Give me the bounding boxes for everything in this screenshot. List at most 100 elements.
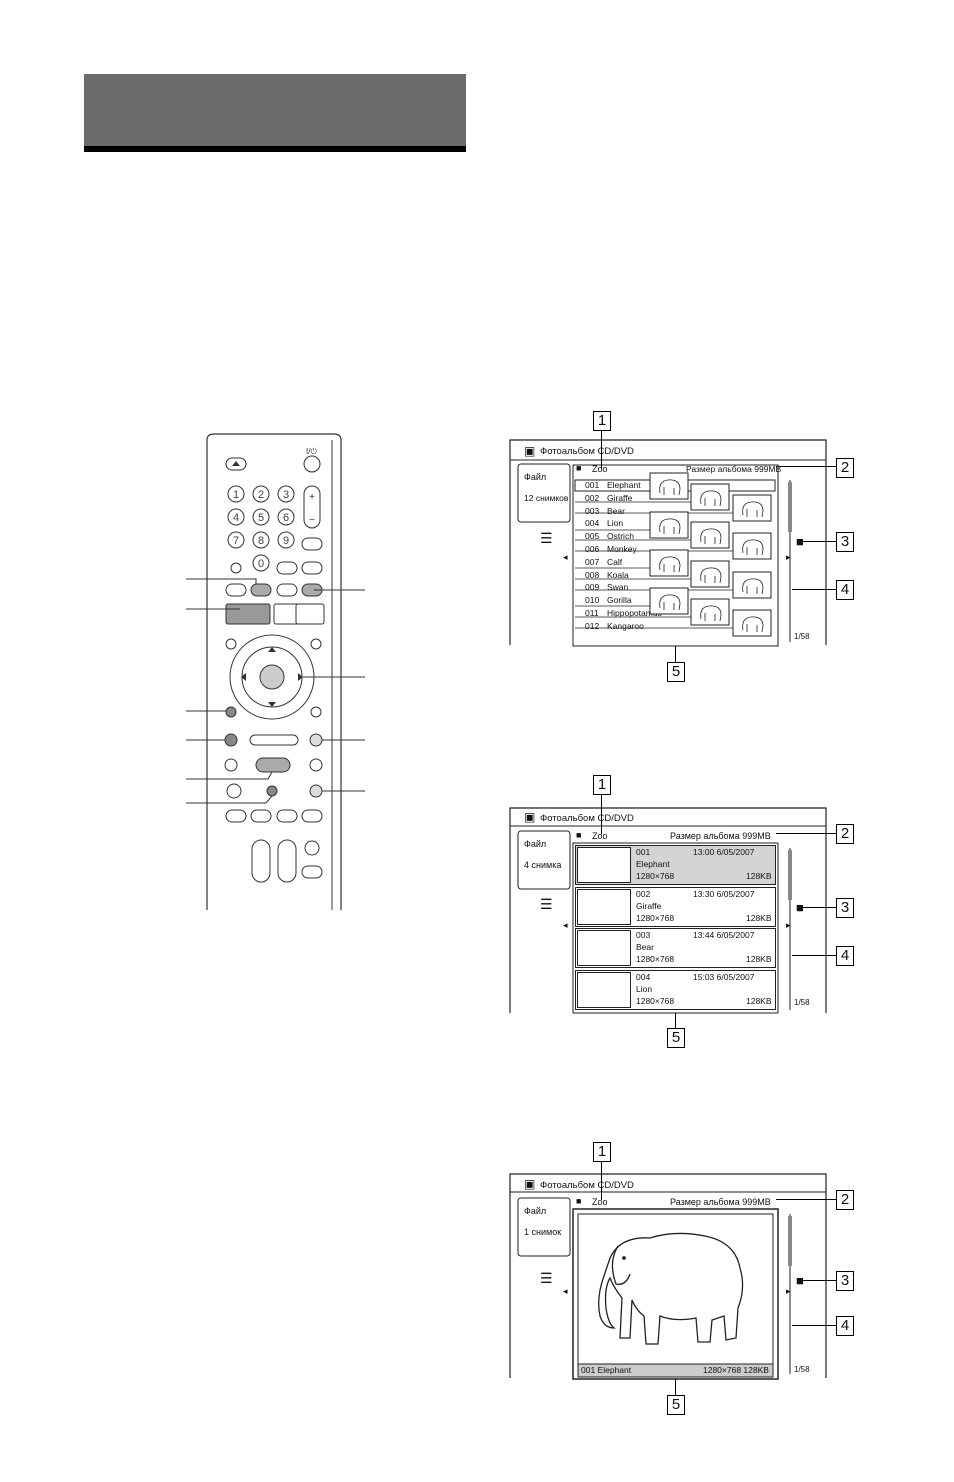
callout-4: 4 — [836, 1316, 854, 1336]
list-item-name[interactable]: Giraffe — [607, 492, 633, 503]
digit-button[interactable] — [277, 531, 295, 549]
thumbnail[interactable] — [649, 549, 689, 577]
thumbnail[interactable] — [649, 511, 689, 539]
thumbnail[interactable] — [732, 494, 772, 522]
left-arrow-icon[interactable]: ◂ — [563, 1286, 568, 1296]
stop-square-icon: ■ — [796, 900, 804, 915]
digit-button[interactable] — [277, 485, 295, 503]
title-list-button[interactable] — [225, 603, 271, 625]
section-header-rule — [84, 146, 466, 152]
thumbnail[interactable] — [732, 532, 772, 560]
enter-button[interactable] — [259, 664, 285, 690]
album-size: Размер альбома 999MB — [686, 464, 782, 474]
prev-button[interactable] — [224, 733, 238, 747]
list-item-name[interactable]: Swan — [607, 582, 629, 593]
list-item-name[interactable]: Hippopotamus — [607, 608, 662, 618]
animal-sketch — [742, 616, 764, 633]
thumbnail-grid — [575, 472, 772, 637]
digit-button[interactable] — [227, 531, 245, 549]
thumbnail[interactable] — [690, 521, 730, 549]
list-item-name[interactable]: Gorilla — [607, 595, 632, 606]
list-item-number: 005 — [585, 531, 600, 542]
list-item-name[interactable]: Calf — [607, 556, 623, 567]
callout-5: 5 — [667, 662, 685, 682]
page-counter: 1/58 — [794, 632, 810, 641]
screen-title: Фотоальбом CD/DVD — [540, 446, 634, 457]
list-item-name[interactable]: Monkey — [607, 544, 637, 554]
list-toggle-icon[interactable]: ☰ — [540, 896, 553, 912]
file-count: 4 снимка — [524, 860, 562, 870]
left-arrow-icon[interactable]: ◂ — [563, 920, 568, 930]
screen-detail-view: 1 2 3 4 5 ▣ Фотоальбом CD/DVD ■ Zoo Разм… — [500, 770, 854, 1055]
photo-resolution: 1280×768 — [636, 995, 675, 1006]
list-toggle-icon[interactable]: ☰ — [540, 530, 553, 546]
callout-1: 1 — [593, 775, 611, 795]
volume-rocker[interactable] — [303, 485, 321, 529]
thumbnail[interactable] — [732, 571, 772, 599]
list-item-name[interactable]: Elephant — [607, 480, 641, 490]
power-symbol: I/⏻ — [306, 447, 317, 456]
stop-button[interactable] — [309, 784, 323, 798]
photo-number: 003 — [636, 930, 651, 940]
screen-list-view: 1 2 3 4 5 ▣ Фотоальбом CD/DVD ■ Zoo Разм… — [500, 400, 854, 685]
thumbnail[interactable] — [690, 560, 730, 588]
input-button[interactable] — [301, 537, 323, 551]
system-menu-button[interactable] — [250, 583, 272, 597]
photo-filesize: 128KB — [746, 954, 772, 964]
next-button[interactable] — [309, 733, 323, 747]
photo-thumbnail — [577, 971, 631, 1008]
list-item-name[interactable]: Kangaroo — [607, 620, 644, 631]
digit-button[interactable] — [252, 554, 270, 572]
thumbnail[interactable] — [649, 587, 689, 615]
photo-filesize: 128KB — [746, 871, 772, 881]
callout-2: 2 — [836, 824, 854, 844]
file-label: Файл — [524, 839, 547, 849]
digit-label: 6 — [283, 512, 289, 524]
list-item-name[interactable]: Ostrich — [607, 531, 634, 542]
digit-label: 2 — [258, 489, 264, 501]
photo-number: 002 — [636, 888, 651, 899]
digit-label: 3 — [283, 489, 289, 501]
list-toggle-icon[interactable]: ☰ — [540, 1270, 553, 1286]
power-button[interactable] — [303, 455, 321, 473]
thumbnail[interactable] — [690, 598, 730, 626]
right-arrow-icon[interactable]: ▸ — [786, 552, 791, 562]
digit-button[interactable] — [277, 508, 295, 526]
thumbnail[interactable] — [649, 472, 689, 500]
thumbnail[interactable] — [690, 483, 730, 511]
list-item-number: 003 — [585, 505, 600, 516]
photo-name: Lion — [636, 983, 653, 994]
callout-1: 1 — [593, 1142, 611, 1162]
slideshow-button[interactable] — [255, 757, 291, 773]
digit-button[interactable] — [252, 485, 270, 503]
list-item-number: 002 — [585, 492, 600, 503]
screen-title: Фотоальбом CD/DVD — [540, 1180, 634, 1191]
folder-name: Zoo — [592, 1197, 608, 1207]
digit-label: 8 — [258, 535, 264, 547]
list-item-name[interactable]: Lion — [607, 518, 624, 529]
return-button[interactable] — [225, 706, 237, 718]
folder-name: Zoo — [592, 464, 608, 474]
digit-button[interactable] — [252, 508, 270, 526]
digit-button[interactable] — [227, 485, 245, 503]
animal-sketch — [700, 567, 722, 584]
right-arrow-icon[interactable]: ▸ — [786, 920, 791, 930]
display-button[interactable] — [266, 785, 278, 797]
caption-name: 001 Elephant — [581, 1365, 632, 1375]
digit-button[interactable] — [227, 508, 245, 526]
animal-sketch — [742, 578, 764, 595]
list-item-name[interactable]: Bear — [607, 505, 625, 516]
eject-button[interactable] — [225, 457, 247, 471]
thumbnail[interactable] — [732, 609, 772, 637]
callout-4: 4 — [836, 580, 854, 600]
digit-label: 9 — [283, 535, 289, 547]
screen-icon: ▣ — [524, 1177, 536, 1191]
digit-button[interactable] — [252, 531, 270, 549]
left-arrow-icon[interactable]: ◂ — [563, 552, 568, 562]
caption-info: 1280×768 128KB — [703, 1365, 769, 1375]
list-item-name[interactable]: Koala — [607, 569, 629, 580]
file-count: 1 снимок — [524, 1227, 562, 1237]
right-arrow-icon[interactable]: ▸ — [786, 1286, 791, 1296]
photo-filesize: 128KB — [746, 995, 772, 1006]
